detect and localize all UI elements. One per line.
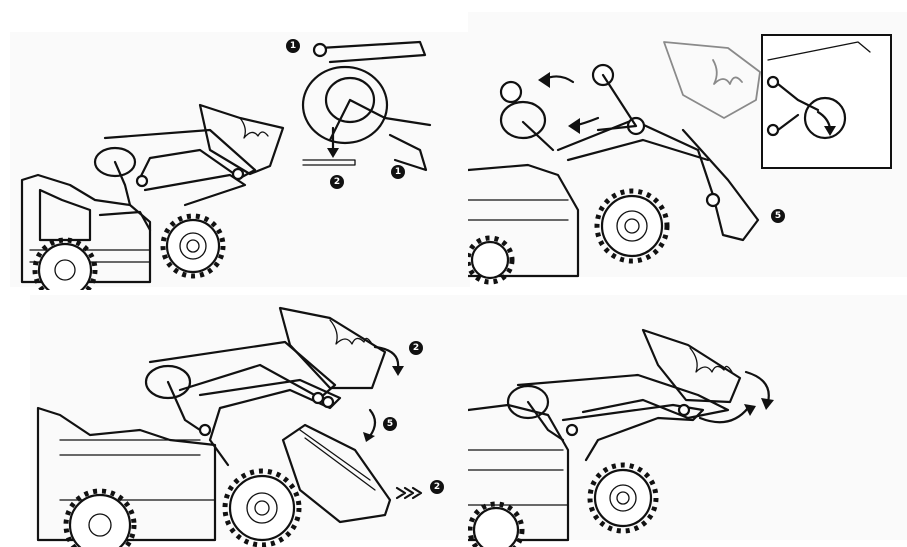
panel-arm-attach: 5 (468, 0, 907, 290)
step-badge: 2 (430, 480, 444, 494)
step-badge: 1 (286, 39, 300, 53)
step-number: 2 (334, 177, 340, 187)
step-number: 1 (395, 167, 401, 177)
detail-inset (762, 35, 891, 168)
step-number: 5 (387, 419, 393, 429)
step-number: 5 (775, 211, 781, 221)
step-badge: 5 (383, 417, 397, 431)
illustration-steering-attach: 1 2 1 (0, 0, 470, 290)
step-number: 1 (290, 41, 296, 51)
step-badge: 5 (771, 209, 785, 223)
illustration-bucket-curl (468, 290, 907, 547)
panel-steering-attach: 1 2 1 (0, 0, 470, 290)
step-badge: 1 (391, 165, 405, 179)
panel-bucket-curl (468, 290, 907, 547)
step-number: 2 (434, 482, 440, 492)
step-number: 2 (413, 343, 419, 353)
step-badge: 2 (409, 341, 423, 355)
illustration-arm-attach: 5 (468, 0, 907, 290)
panel-bucket-tilt: 2 5 2 (0, 290, 470, 547)
step-badge: 2 (330, 175, 344, 189)
illustration-bucket-tilt: 2 5 2 (0, 290, 470, 547)
